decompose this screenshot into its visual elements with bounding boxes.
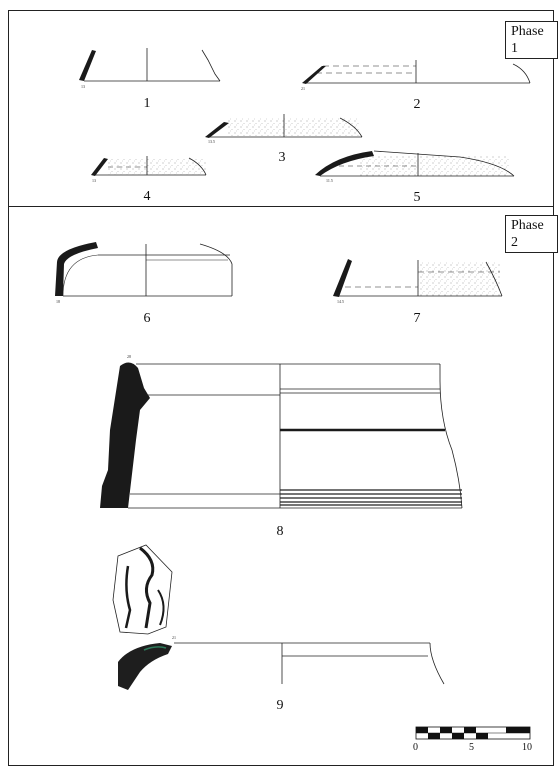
figure-number-1: 1: [143, 96, 151, 111]
fig-1-diameter: 13: [81, 84, 85, 89]
figure-5-drawing: [315, 150, 515, 177]
fig-4-diameter: 13: [92, 178, 96, 183]
figure-2-drawing: [302, 60, 531, 84]
figure-6-drawing: [55, 242, 233, 297]
figure-number-5: 5: [413, 190, 421, 205]
fig-8-diameter: 28: [127, 354, 131, 359]
figure-number-7: 7: [413, 311, 421, 326]
scale-label-0: 0: [413, 742, 418, 753]
fig-9-diameter: 21: [172, 635, 176, 640]
fig-6-diameter: 18: [56, 299, 60, 304]
figure-7-drawing: [333, 259, 503, 297]
figure-number-8: 8: [276, 524, 284, 539]
figure-8-drawing: [100, 362, 463, 509]
figure-1-drawing: [79, 48, 221, 82]
figure-number-4: 4: [143, 189, 151, 204]
fig-5-diameter: 11.5: [326, 178, 333, 183]
figure-number-3: 3: [278, 150, 286, 165]
figure-3-drawing: [205, 114, 363, 138]
scale-label-5: 5: [469, 742, 474, 753]
figure-number-6: 6: [143, 311, 151, 326]
fig-3-diameter: 13.5: [208, 139, 215, 144]
fig-7-diameter: 14.5: [337, 299, 344, 304]
figure-4-drawing: [91, 156, 207, 176]
phase-2-label: Phase 2: [505, 215, 558, 253]
scale-bar: [415, 726, 531, 740]
phase-divider: [8, 206, 554, 207]
fig-2-diameter: 21: [301, 86, 305, 91]
scale-label-10: 10: [522, 742, 532, 753]
figure-9-drawing: [112, 544, 445, 690]
page-frame: [8, 10, 554, 766]
figure-number-9: 9: [276, 698, 284, 713]
figure-number-2: 2: [413, 97, 421, 112]
